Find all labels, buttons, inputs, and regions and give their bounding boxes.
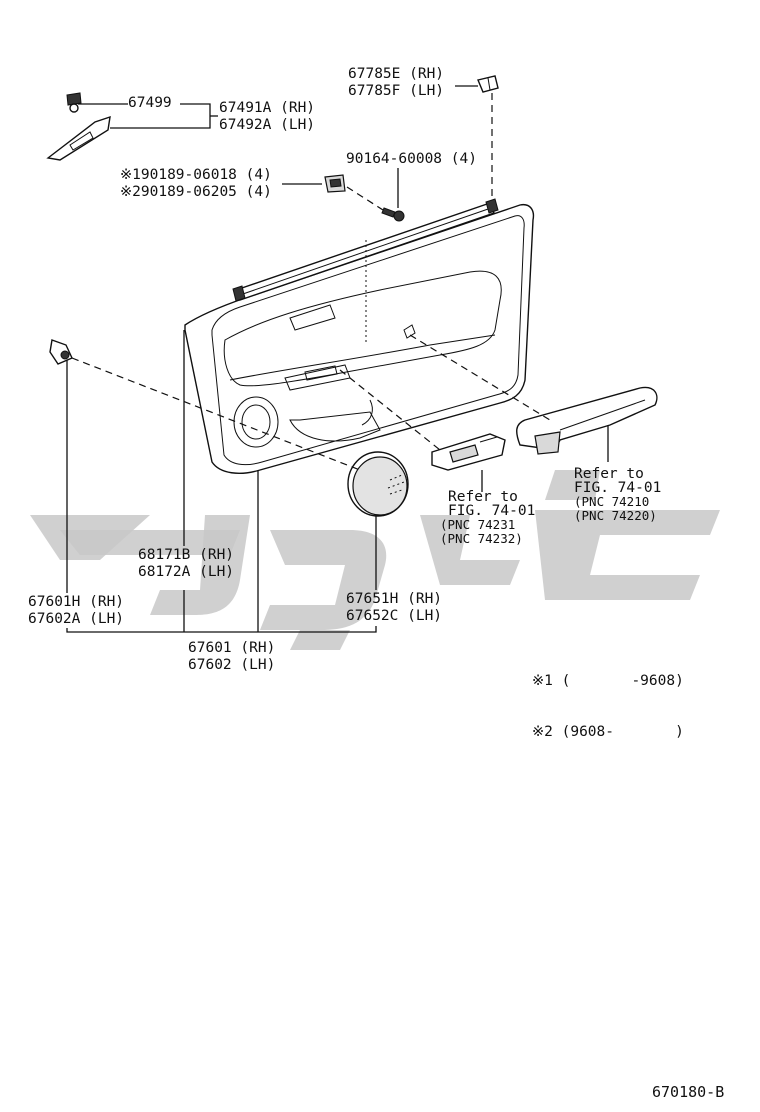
label-67785: 67785E (RH) 67785F (LH) [348, 66, 445, 99]
clip-67499 [66, 92, 82, 113]
switch-base [431, 433, 506, 471]
label-refer-74210: Refer to FIG. 74-01 (PNC 74210 (PNC 7422… [574, 466, 662, 523]
watermark-logo [30, 470, 720, 650]
clip-67785 [477, 75, 499, 93]
leader-lines [66, 85, 609, 633]
projection-lines [71, 93, 551, 471]
label-90164: 90164-60008 (4) [346, 151, 477, 167]
label-67601: 67601 (RH) 67602 (LH) [188, 640, 276, 673]
label-67491: 67491A (RH) 67492A (LH) [219, 100, 316, 133]
door-trim-board [184, 203, 535, 474]
inside-handle-bezel [46, 115, 111, 161]
armrest-pad [516, 386, 658, 455]
speaker-grille [347, 451, 409, 517]
figure-code: 670180-B [652, 1083, 725, 1101]
clip-90189 [324, 174, 346, 193]
label-67499: 67499 [128, 95, 172, 111]
clip-67601h [49, 339, 73, 365]
label-67601h: 67601H (RH) 67602A (LH) [28, 594, 125, 627]
label-67651: 67651H (RH) 67652C (LH) [346, 591, 443, 624]
label-refer-74231: Refer to FIG. 74-01 (PNC 74231 (PNC 7423… [440, 489, 536, 546]
date-range-notes: ※1 ( -9608) ※2 (9608- ) [532, 673, 684, 740]
screw-90164 [381, 207, 405, 222]
label-68171: 68171B (RH) 68172A (LH) [138, 547, 235, 580]
label-90189: ※190189-06018 (4) ※290189-06205 (4) [120, 167, 272, 200]
